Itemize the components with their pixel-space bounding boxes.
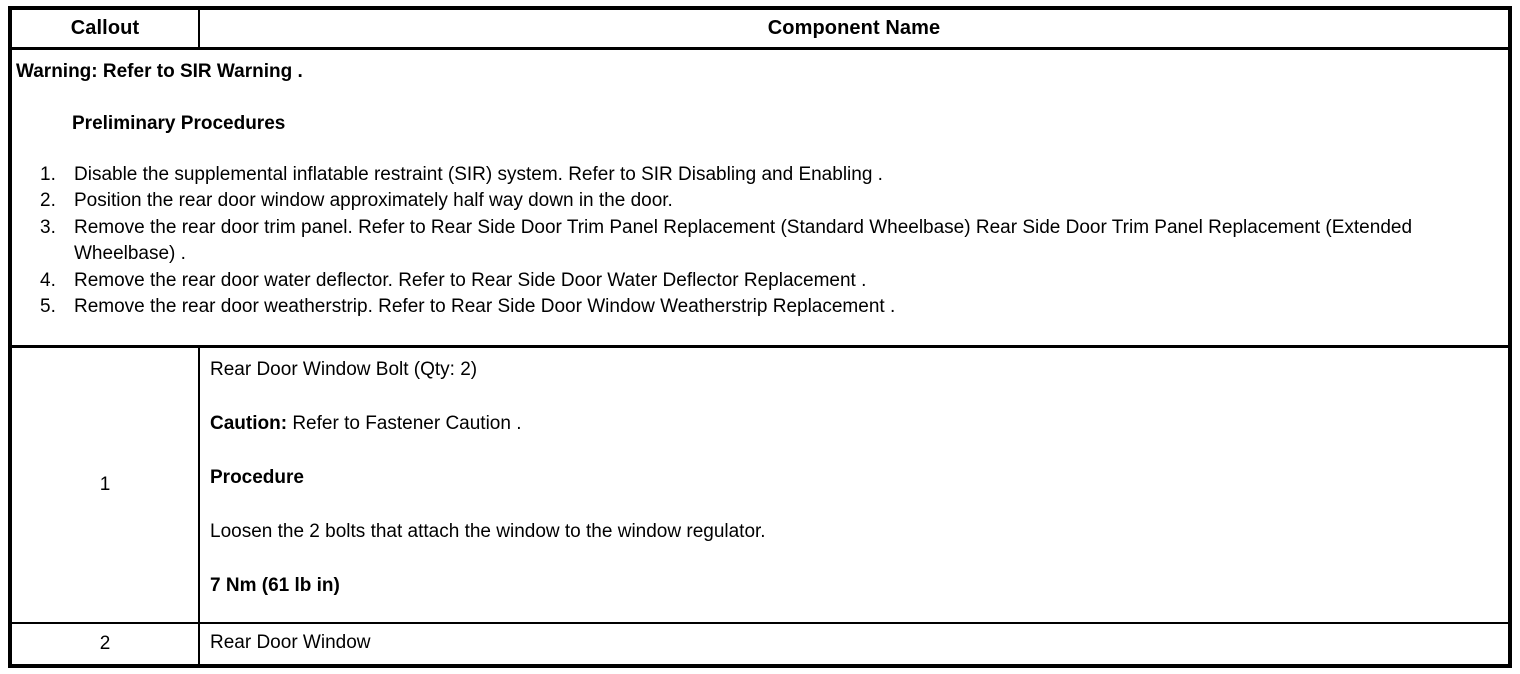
component-detail-cell-1: Rear Door Window Bolt (Qty: 2) Caution: … (199, 346, 1508, 625)
caution-text: Refer to Fastener Caution . (287, 413, 522, 435)
component-title-2: Rear Door Window (210, 632, 371, 654)
table-row: 2 Rear Door Window (12, 623, 1508, 664)
caution-note-1: Caution: Refer to Fastener Caution . (210, 412, 1500, 436)
list-item: Position the rear door window approximat… (40, 188, 673, 214)
caution-label: Caution: (210, 413, 288, 435)
preliminary-procedures-heading: Preliminary Procedures (72, 112, 286, 134)
column-header-component-name: Component Name (199, 10, 1508, 50)
preliminary-procedures-row: Warning: Refer to SIR Warning . Prelimin… (12, 48, 1508, 349)
list-item: Remove the rear door trim panel. Refer t… (40, 215, 1413, 265)
torque-spec-1: 7 Nm (61 lb in) (210, 575, 340, 597)
list-item: Disable the supplemental inflatable rest… (40, 162, 883, 188)
component-title-1: Rear Door Window Bolt (Qty: 2) (210, 359, 478, 381)
callout-number-1: 1 (12, 346, 200, 625)
column-header-callout: Callout (12, 10, 200, 50)
procedure-text-1: Loosen the 2 bolts that attach the windo… (210, 521, 766, 543)
service-procedure-table: Callout Component Name Warning: Refer to… (8, 6, 1512, 668)
sir-warning-text: Warning: Refer to SIR Warning . (16, 60, 303, 82)
list-item: Remove the rear door weatherstrip. Refer… (40, 294, 896, 320)
table-row: 1 Rear Door Window Bolt (Qty: 2) Caution… (12, 346, 1508, 625)
preliminary-steps-list: Disable the supplemental inflatable rest… (16, 162, 1502, 321)
procedure-heading-1: Procedure (210, 467, 304, 489)
list-item: Remove the rear door water deflector. Re… (40, 268, 867, 294)
preliminary-procedures-cell: Warning: Refer to SIR Warning . Prelimin… (12, 48, 1508, 349)
callout-table: Callout Component Name Warning: Refer to… (12, 10, 1508, 664)
callout-number-2: 2 (12, 623, 200, 664)
table-header-row: Callout Component Name (12, 10, 1508, 50)
